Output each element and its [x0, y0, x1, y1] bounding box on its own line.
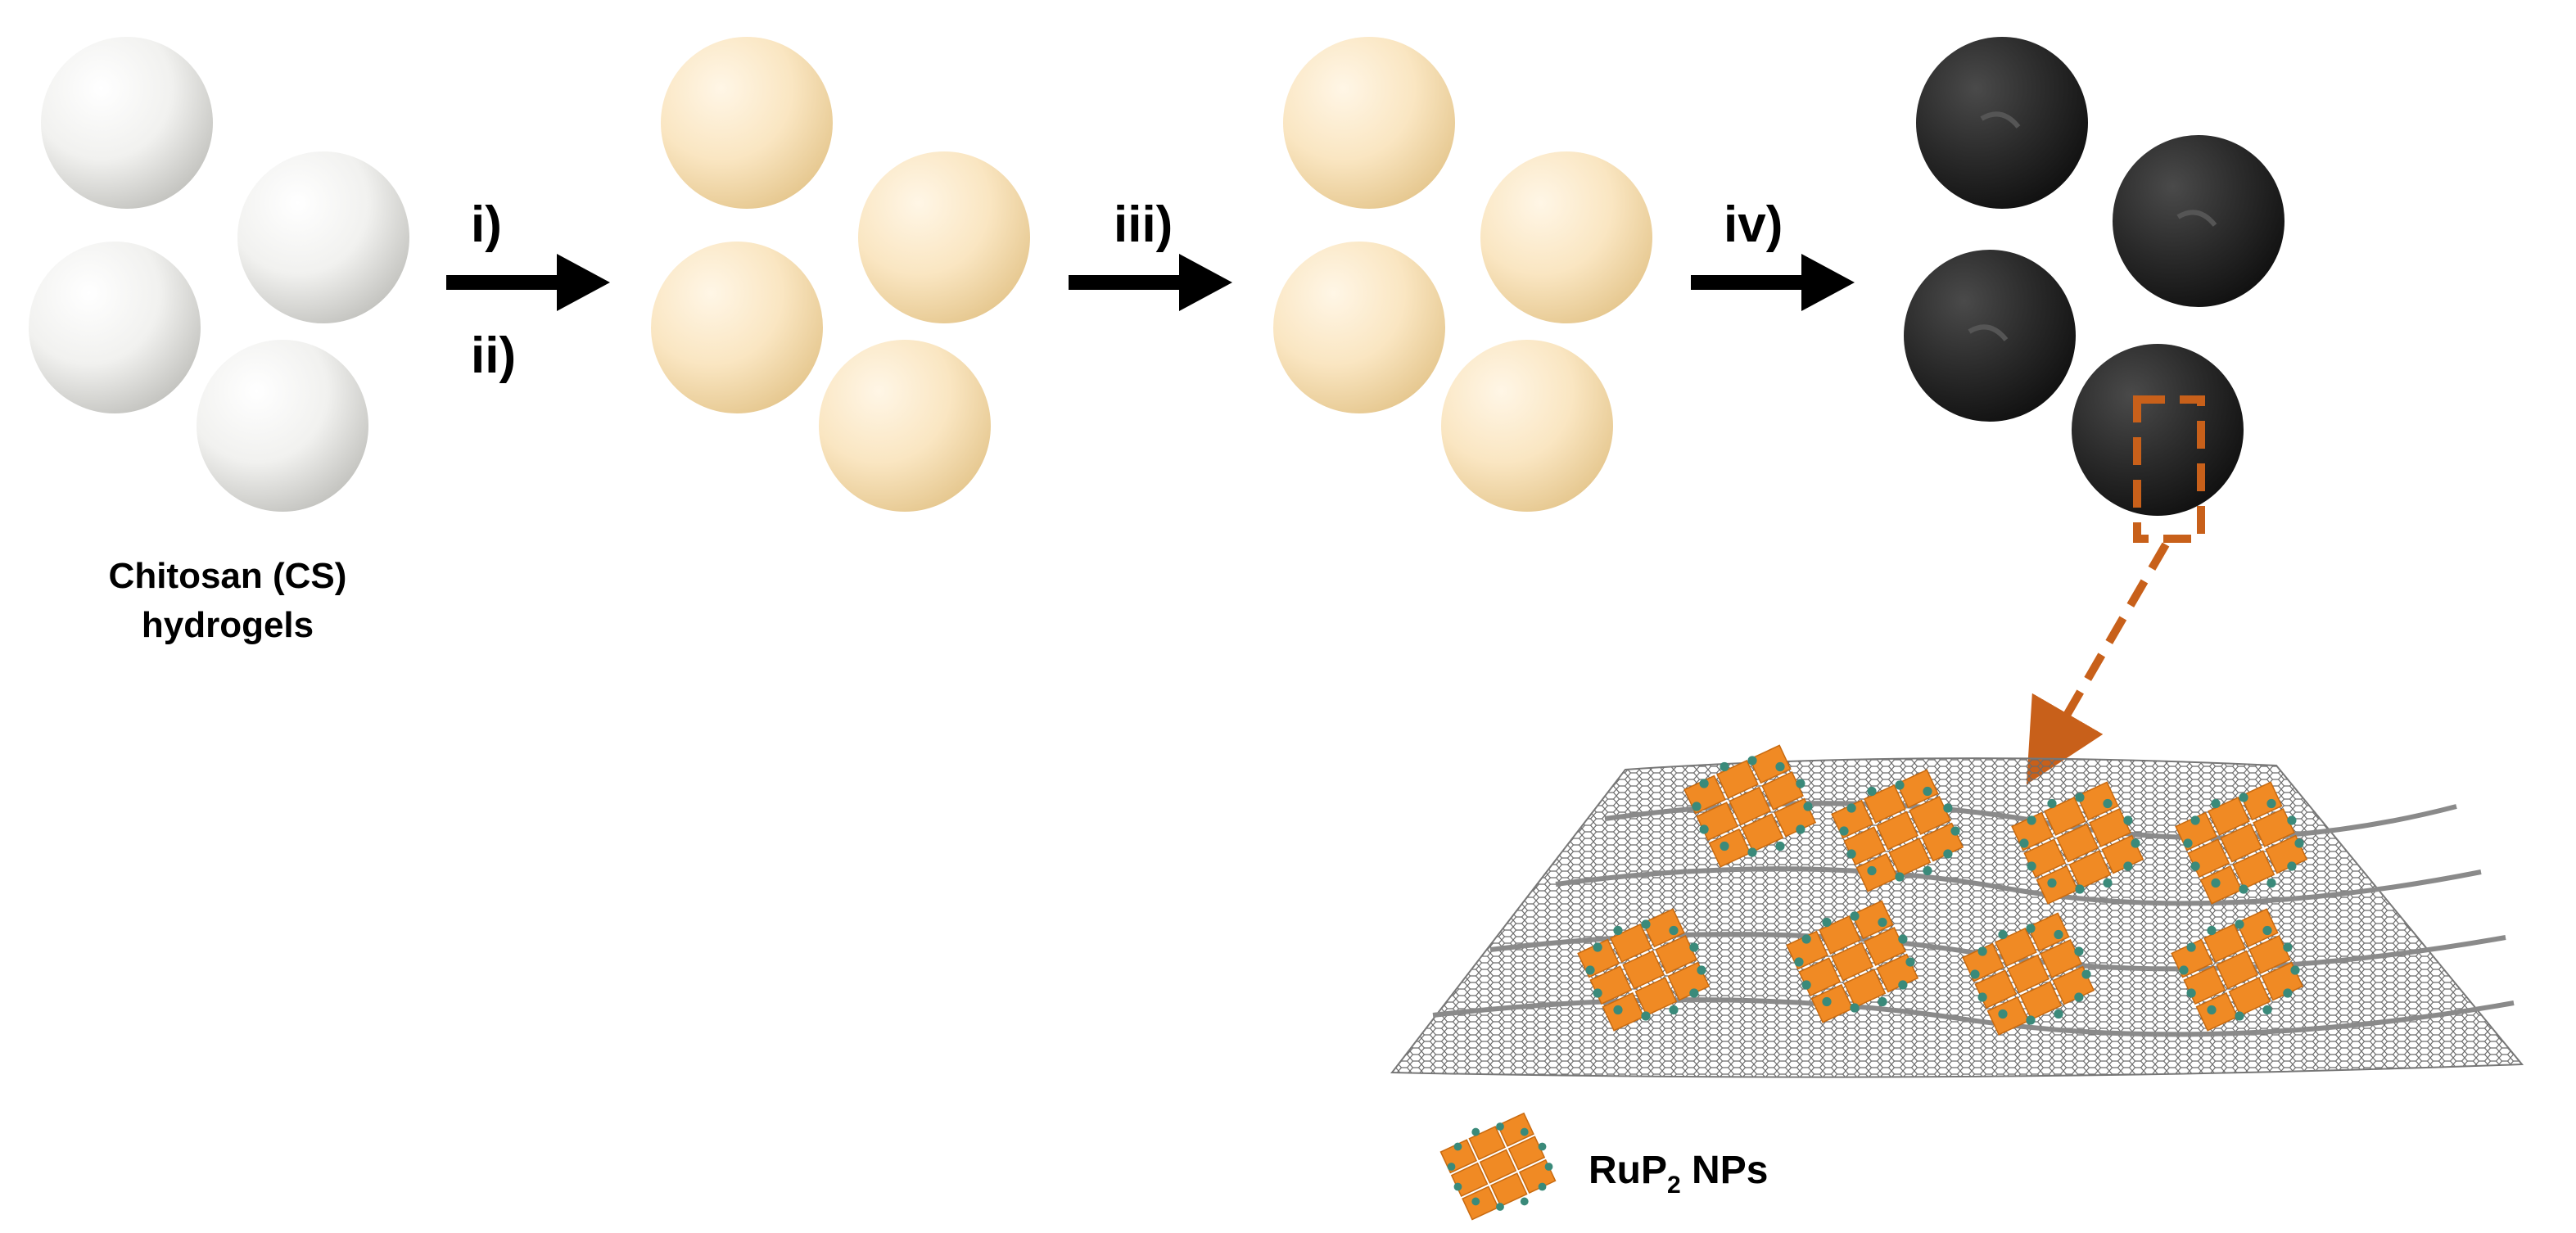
arrowhead-icon: [557, 254, 610, 311]
rup2-nanoparticle-icon: [2011, 781, 2144, 905]
sphere-icon: [1283, 37, 1455, 209]
arrowhead-icon: [1801, 254, 1855, 311]
graphene-sheet-icon: [1390, 757, 2524, 1078]
legend: RuP2 NPs: [1439, 1112, 1768, 1221]
step-arrow-2: iii): [1069, 196, 1232, 311]
dashed-arrow-icon: [2026, 542, 2170, 785]
legend-label: RuP2 NPs: [1589, 1149, 1768, 1199]
sphere-icon: [197, 340, 368, 512]
sphere-icon: [661, 37, 833, 209]
legend-label-base: RuP: [1589, 1149, 1667, 1192]
rup2-nanoparticle-icon: [1577, 908, 1711, 1032]
sphere-icon: [1273, 242, 1445, 413]
bead-group-cream-2: [1273, 37, 1652, 512]
sphere-icon: [2113, 135, 2285, 307]
sphere-icon: [1904, 250, 2076, 422]
step-3-label: iv): [1724, 196, 1783, 253]
sphere-icon: [41, 37, 213, 209]
sphere-icon: [237, 151, 409, 323]
rup2-nanoparticle-icon: [1439, 1112, 1557, 1221]
sphere-icon: [1480, 151, 1652, 323]
legend-label-subscript: 2: [1667, 1172, 1681, 1199]
bead-group-white: [29, 37, 409, 512]
sphere-icon: [858, 151, 1030, 323]
step-2-label: iii): [1114, 196, 1173, 253]
zoom-indicator: [2026, 395, 2205, 785]
step-1-label: i): [471, 196, 502, 253]
step-1-sublabel: ii): [471, 327, 516, 384]
sphere-icon: [29, 242, 201, 413]
sphere-icon: [1441, 340, 1613, 512]
rup2-nanoparticle-icon: [1962, 912, 2095, 1036]
sphere-icon: [1916, 37, 2088, 209]
rup2-nanoparticle-icon: [1683, 744, 1817, 868]
nanoparticle-cluster: [1577, 744, 2308, 1036]
rup2-nanoparticle-icon: [1831, 769, 1964, 892]
sphere-icon: [651, 242, 823, 413]
legend-label-suffix: NPs: [1681, 1149, 1769, 1192]
rup2-nanoparticle-icon: [1786, 900, 1919, 1023]
rup2-nanoparticle-icon: [1439, 1112, 1557, 1221]
bead-group-cream-1: [651, 37, 1030, 512]
step-arrow-3: iv): [1691, 196, 1855, 311]
zoom-box-icon: [2133, 395, 2205, 543]
sphere-icon: [819, 340, 991, 512]
rup2-nanoparticle-icon: [2175, 781, 2308, 905]
step-arrow-1: i) ii): [446, 196, 610, 384]
arrowhead-icon: [1179, 254, 1232, 311]
sphere-icon: [2072, 344, 2244, 516]
bead-group-black: [1904, 37, 2285, 516]
start-label-line1: Chitosan (CS): [109, 556, 347, 596]
start-label-line2: hydrogels: [142, 605, 314, 645]
rup2-nanoparticle-icon: [2171, 908, 2304, 1032]
